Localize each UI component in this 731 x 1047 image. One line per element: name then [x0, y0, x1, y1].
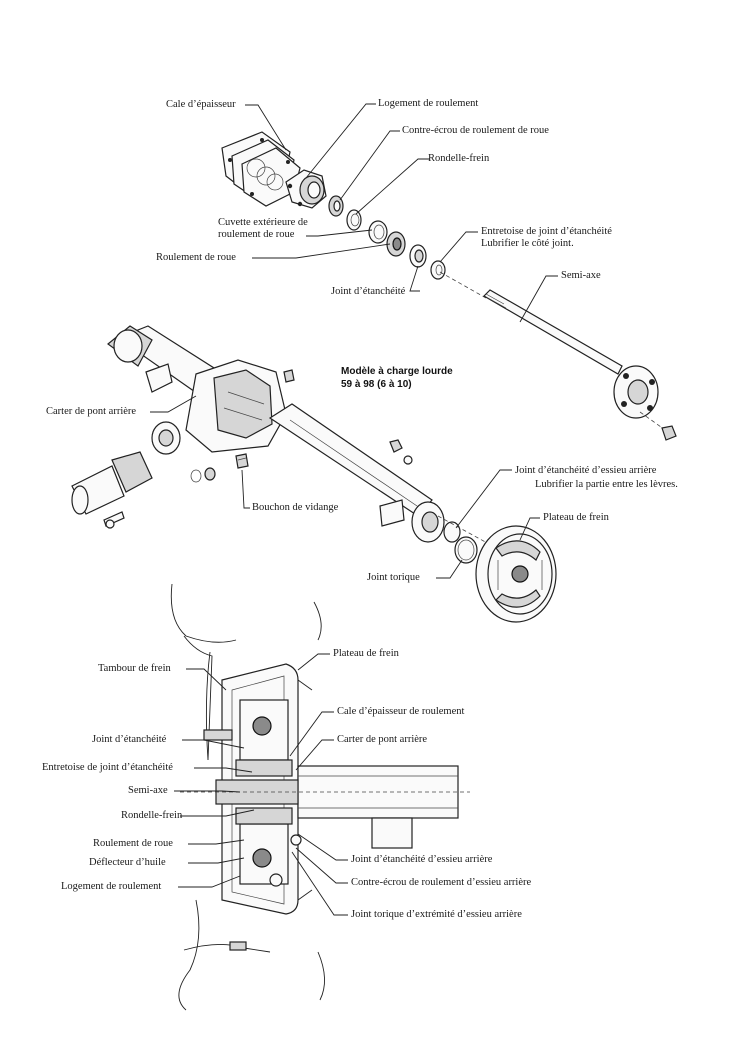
label-section-oil-deflector: Déflecteur d’huile — [89, 857, 166, 868]
label-rear-axle-seal-line1: Joint d’étanchéité d’essieu arrière — [515, 465, 657, 476]
cross-section-illustration — [170, 583, 470, 1011]
label-bearing-housing: Logement de roulement — [378, 98, 479, 109]
label-drain-plug: Bouchon de vidange — [252, 502, 339, 513]
model-note-line1: Modèle à charge lourde — [341, 366, 453, 377]
label-section-axle-seal: Joint d’étanchéité d’essieu arrière — [351, 854, 493, 865]
drain-plug-illustration — [235, 453, 249, 469]
label-rear-axle-seal-line2: Lubrifier la partie entre les lèvres. — [535, 479, 678, 490]
label-section-brake-drum: Tambour de frein — [98, 663, 171, 674]
label-oil-seal: Joint d’étanchéité — [331, 286, 406, 297]
label-section-end-o-ring: Joint torique d’extrémité d’essieu arriè… — [351, 909, 522, 920]
locknut-illustration — [328, 195, 344, 217]
axle-shaft-illustration — [439, 271, 677, 441]
seal-spacer-illustration — [430, 260, 446, 280]
label-section-housing: Carter de pont arrière — [337, 734, 428, 745]
label-section-wheel-bearing: Roulement de roue — [93, 838, 173, 849]
label-axle-housing: Carter de pont arrière — [46, 406, 137, 417]
label-seal-spacer-line1: Entretoise de joint d’étanchéité — [481, 226, 612, 237]
wheel-bearing-illustration — [386, 231, 406, 257]
label-lock-washer: Rondelle-frein — [428, 153, 490, 164]
label-backing-plate: Plateau de frein — [543, 512, 609, 523]
label-axle-shaft: Semi-axe — [561, 270, 601, 281]
axle-housing-illustration — [107, 325, 445, 543]
label-section-lock-washer: Rondelle-frein — [121, 810, 183, 821]
label-section-backing-plate: Plateau de frein — [333, 648, 399, 659]
label-wheel-bearing: Roulement de roue — [156, 252, 236, 263]
label-section-seal-spacer: Entretoise de joint d’étanchéité — [42, 762, 173, 773]
shim-stack-illustration — [221, 131, 301, 207]
model-note-line2: 59 à 98 (6 à 10) — [341, 379, 412, 390]
oil-seal-illustration — [409, 244, 427, 268]
label-section-oil-seal: Joint d’étanchéité — [92, 734, 167, 745]
lock-washer-illustration — [346, 209, 362, 231]
label-seal-spacer-line2: Lubrifier le côté joint. — [481, 238, 574, 249]
propeller-shaft-yoke-illustration — [71, 451, 216, 529]
label-locknut: Contre-écrou de roulement de roue — [402, 125, 549, 136]
label-o-ring: Joint torique — [367, 572, 420, 583]
label-section-axle-shaft: Semi-axe — [128, 785, 168, 796]
label-outer-race-line2: roulement de roue — [218, 229, 295, 240]
label-shim: Cale d’épaisseur — [166, 99, 236, 110]
label-section-bearing-shim: Cale d’épaisseur de roulement — [337, 706, 465, 717]
bearing-housing-illustration — [285, 169, 327, 209]
outer-race-illustration — [368, 220, 388, 244]
leader-lines — [150, 103, 558, 916]
label-outer-race-line1: Cuvette extérieure de — [218, 217, 308, 228]
label-section-bearing-housing: Logement de roulement — [61, 881, 162, 892]
label-section-axle-locknut: Contre-écrou de roulement d’essieu arriè… — [351, 877, 532, 888]
backing-plate-illustration — [475, 525, 557, 623]
